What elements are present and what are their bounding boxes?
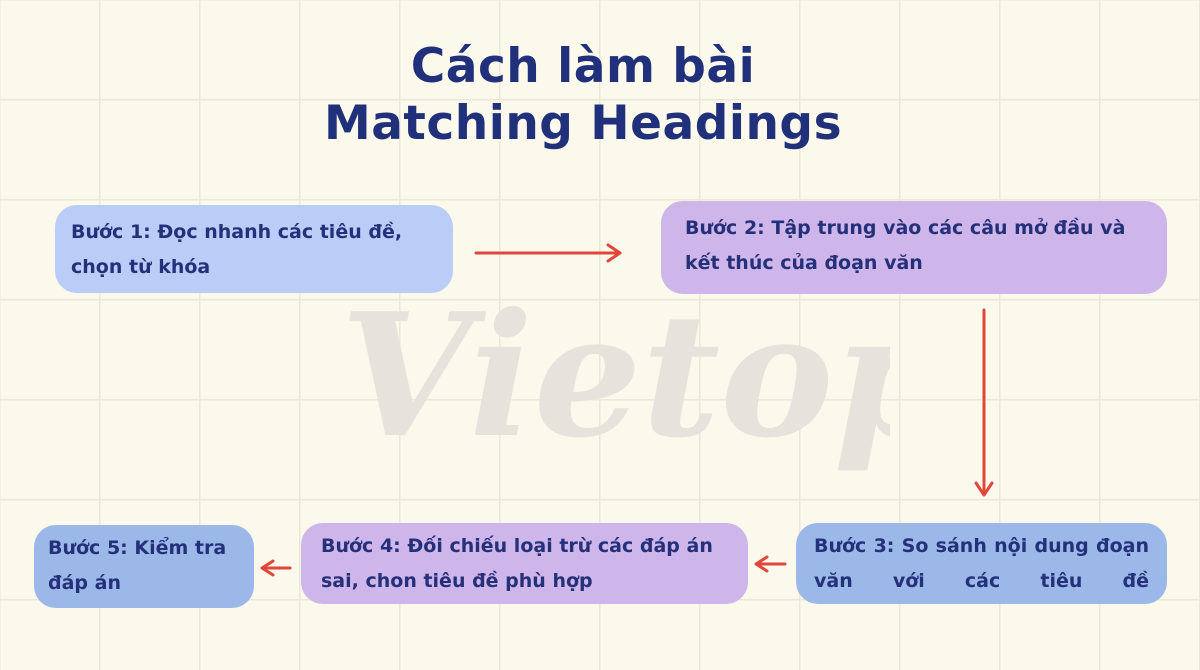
title-line-1: Cách làm bài xyxy=(410,39,756,94)
watermark-text: Vietop xyxy=(340,276,890,476)
step-5-box: Bước 5: Kiểm tra đáp án xyxy=(34,525,254,608)
watermark-logo: Vietop xyxy=(340,276,890,476)
arrow-step4-to-step5 xyxy=(260,559,292,577)
step-4-box: Bước 4: Đối chiếu loại trừ các đáp án sa… xyxy=(301,523,748,604)
arrow-step2-to-step3 xyxy=(974,308,994,497)
step-1-box: Bước 1: Đọc nhanh các tiêu đề, chọn từ k… xyxy=(55,205,453,293)
title-line-2: Matching Headings xyxy=(323,96,843,151)
step-2-box: Bước 2: Tập trung vào các câu mở đầu và … xyxy=(661,201,1167,294)
arrow-step1-to-step2 xyxy=(474,243,622,263)
arrow-step3-to-step4 xyxy=(754,555,787,573)
step-3-box: Bước 3: So sánh nội dung đoạn văn với cá… xyxy=(796,523,1167,604)
page-title: Cách làm bài Matching Headings xyxy=(0,38,1166,152)
